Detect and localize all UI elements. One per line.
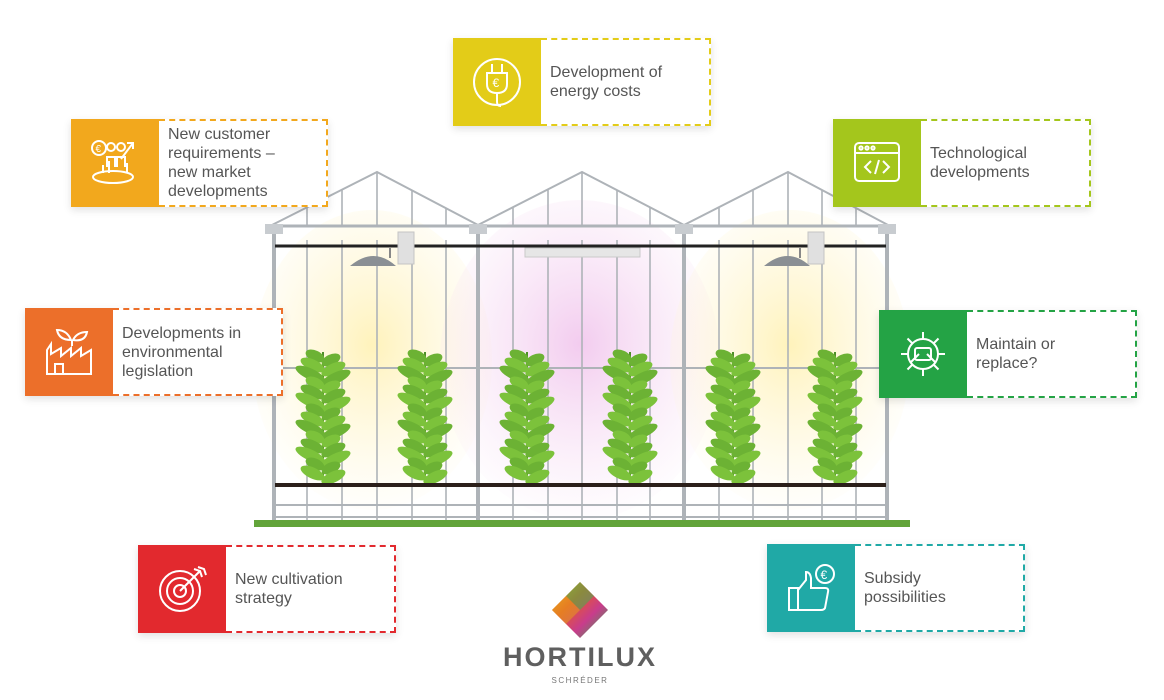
tile-env: [25, 308, 113, 396]
card-text-line: possibilities: [864, 589, 946, 606]
hortilux-logo: HORTILUX SCHRÉDER: [490, 578, 670, 690]
light-glow-right: [670, 210, 910, 510]
factor-card-env: Developments in environmental legislatio…: [25, 308, 283, 396]
svg-text:€: €: [493, 76, 500, 90]
factor-card-tech: Technological developments: [833, 119, 1091, 207]
card-text-line: legislation: [122, 362, 194, 380]
card-text-line: new market: [168, 164, 251, 181]
factor-card-customer: € New customer requirements – new market…: [71, 119, 328, 207]
label-tech: Technological developments: [921, 119, 1091, 207]
card-text-line: energy costs: [550, 83, 641, 100]
svg-text:€: €: [96, 144, 102, 155]
tile-energy: €: [453, 38, 541, 126]
card-text-line: Subsidy: [864, 570, 921, 587]
card-text-line: Technological: [930, 145, 1027, 162]
label-cult: New cultivation strategy: [226, 545, 396, 633]
euro-people-growth-icon: €: [91, 140, 134, 184]
lamp-center: [524, 247, 641, 258]
tile-maint: [879, 310, 967, 398]
card-text-line: developments: [930, 164, 1030, 181]
factor-card-subsidy: € Subsidy possibilities: [767, 544, 1025, 632]
code-window-icon: [854, 142, 900, 182]
card-text-line: Maintain or: [976, 336, 1056, 353]
label-customer: New customer requirements – new market d…: [159, 119, 328, 207]
factor-card-maint: Maintain or replace?: [879, 310, 1137, 398]
label-subsidy: Subsidy possibilities: [855, 544, 1025, 632]
card-text-line: developments: [168, 183, 268, 200]
plant: [499, 349, 555, 485]
plant: [602, 349, 658, 485]
tile-subsidy: €: [767, 544, 855, 632]
logo-subtitle: SCHRÉDER: [551, 676, 609, 685]
plant: [295, 349, 351, 485]
label-maint: Maintain or replace?: [967, 310, 1137, 398]
thumbs-up-euro-icon: €: [788, 564, 835, 611]
card-text-line: New customer: [168, 126, 271, 143]
factor-card-energy: € Development of energy costs: [453, 38, 711, 126]
gear-tools-icon: [901, 332, 945, 376]
factor-card-cult: New cultivation strategy: [138, 545, 396, 633]
card-text-line: Development of: [550, 64, 663, 81]
plant: [705, 349, 761, 485]
logo-diamond-icon: [552, 582, 608, 638]
plant: [397, 349, 453, 485]
ground-strip: [254, 520, 910, 527]
label-env: Developments in environmental legislatio…: [113, 308, 283, 396]
svg-text:€: €: [821, 568, 828, 582]
tile-tech: [833, 119, 921, 207]
logo-name: HORTILUX: [503, 642, 657, 672]
plants: [295, 349, 863, 485]
card-text-line: strategy: [235, 590, 292, 607]
plant: [807, 349, 863, 485]
label-energy: Development of energy costs: [541, 38, 711, 126]
tile-customer: €: [71, 119, 159, 207]
card-text-line: environmental: [122, 343, 223, 361]
card-text-line: Developments in: [122, 324, 242, 342]
lamp-left: [350, 231, 415, 266]
target-arrow-icon: [159, 566, 207, 612]
lamp-right: [764, 231, 825, 266]
card-text-line: New cultivation: [235, 571, 343, 588]
tile-cult: [138, 545, 226, 633]
card-text-line: requirements –: [168, 145, 275, 162]
factory-leaf-icon: [46, 328, 92, 375]
euro-plug-icon: €: [473, 58, 521, 107]
card-text-line: replace?: [976, 355, 1038, 372]
